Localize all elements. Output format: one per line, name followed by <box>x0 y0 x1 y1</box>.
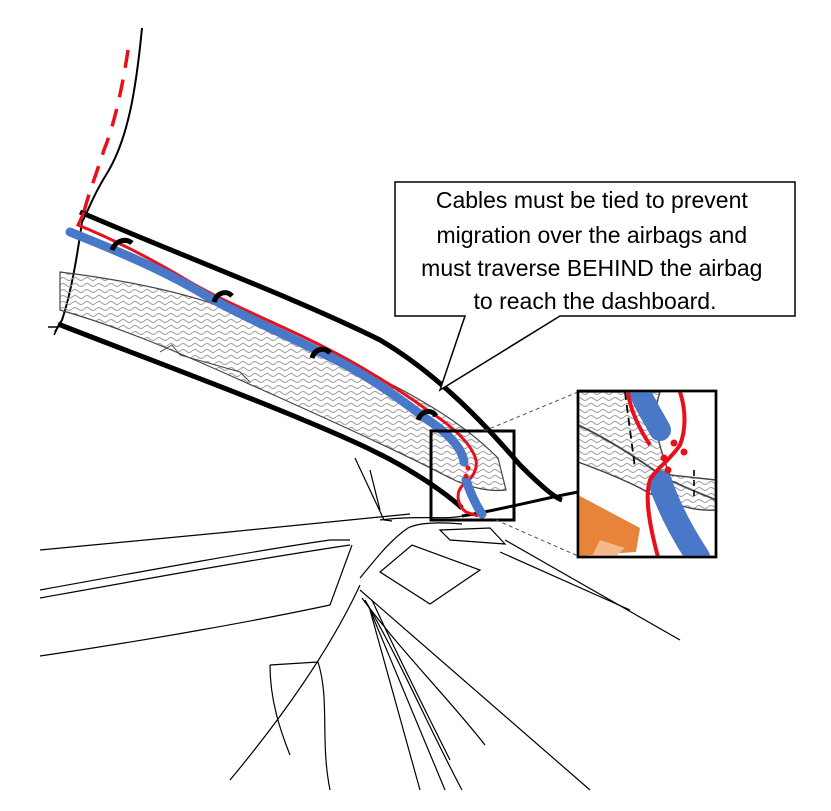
airbag-fold-line <box>159 344 251 383</box>
callout-line-2: migration over the airbags and <box>436 222 747 248</box>
callout-line-1: Cables must be tied to prevent <box>436 187 749 213</box>
cable-tie <box>211 290 234 303</box>
callout-box <box>394 181 796 392</box>
red-cable-dot <box>465 465 471 471</box>
cable-tie <box>309 346 332 359</box>
zoom-box <box>429 429 516 522</box>
car-interior-lines <box>39 457 681 791</box>
zoom-leader-top <box>483 391 579 432</box>
cable-tie <box>415 409 439 422</box>
pillar-hook <box>48 326 60 336</box>
callout-line-4: to reach the dashboard. <box>474 288 717 314</box>
red-cable-dot <box>463 473 469 479</box>
callout-text: Cables must be tied to prevent migration… <box>421 187 769 314</box>
red-cable-dashed <box>82 49 130 213</box>
roof-rail-lower-edge <box>57 321 464 510</box>
blue-cable <box>65 227 469 467</box>
inset-detail <box>578 391 716 557</box>
blue-cable-lower <box>461 475 487 519</box>
headliner-upper-edge <box>79 209 563 503</box>
cable-tie <box>109 237 134 252</box>
zoom-leader-bottom <box>495 519 579 557</box>
callout-line-3: must traverse BEHIND the airbag <box>421 255 762 281</box>
